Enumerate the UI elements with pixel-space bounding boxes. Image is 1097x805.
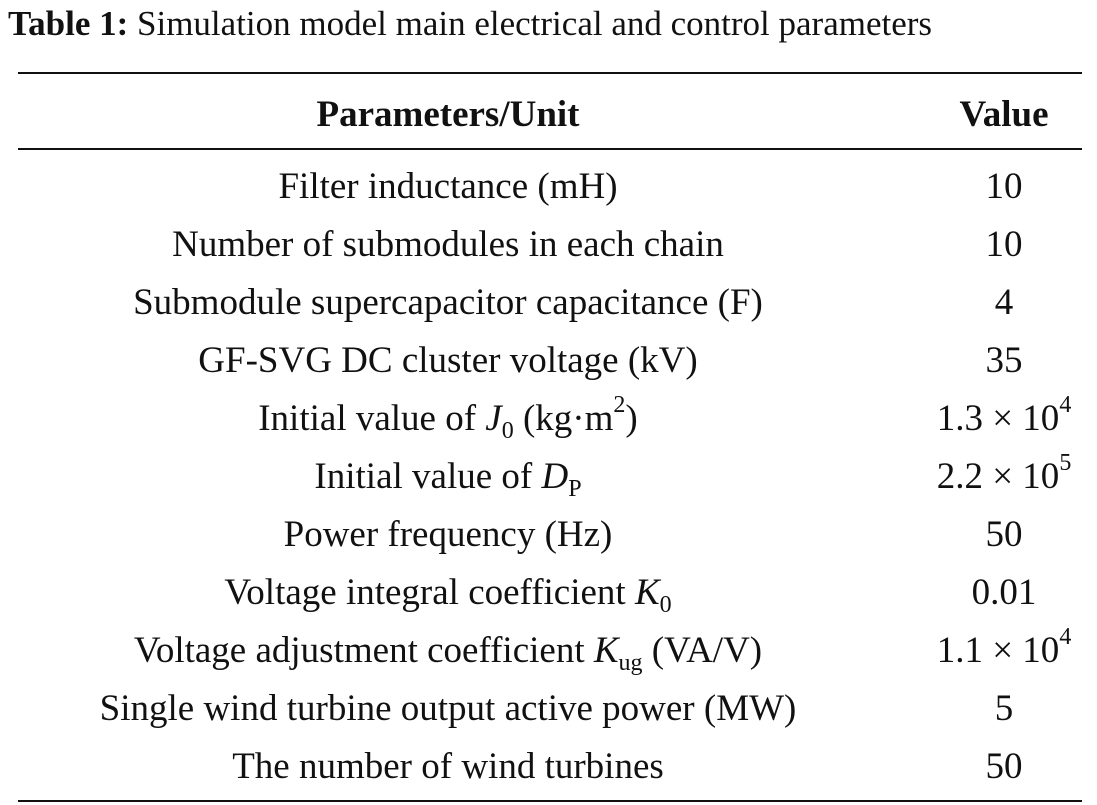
table-row: Voltage integral coefficient K0 0.01 — [18, 564, 1082, 622]
value-base: 1.1 × 10 — [936, 630, 1060, 671]
row-value: 1.3 × 104 — [904, 390, 1097, 448]
row-value: 50 — [985, 514, 1023, 555]
param-prefix: Voltage adjustment coefficient — [133, 630, 594, 671]
table-row: Voltage adjustment coefficient Kug (VA/V… — [18, 622, 1082, 680]
param-suffix: (VA/V) — [642, 630, 763, 671]
row-param: Voltage adjustment coefficient Kug (VA/V… — [18, 622, 878, 680]
value-exponent: 5 — [1059, 450, 1072, 476]
row-value: 5 — [994, 688, 1014, 729]
row-value: 35 — [985, 340, 1023, 381]
param-symbol-subscript: 0 — [501, 418, 514, 444]
row-param: Submodule supercapacitor capacitance (F) — [133, 282, 763, 323]
row-param: Single wind turbine output active power … — [99, 688, 797, 729]
table-row: Initial value of DP 2.2 × 105 — [18, 448, 1082, 506]
value-exponent: 4 — [1059, 624, 1072, 650]
row-param: Voltage integral coefficient K0 — [18, 564, 878, 622]
caption-label: Table 1: — [8, 4, 129, 43]
header-value: Value — [959, 94, 1049, 135]
bottom-rule — [18, 800, 1082, 802]
table-caption: Table 1: Simulation model main electrica… — [8, 4, 932, 44]
param-symbol-subscript: ug — [618, 650, 643, 676]
param-symbol: D — [541, 456, 569, 497]
value-base: 1.3 × 10 — [936, 398, 1060, 439]
row-param: Number of submodules in each chain — [172, 224, 724, 265]
table-header-row: Parameters/Unit Value — [18, 86, 1082, 144]
param-symbol-subscript: P — [568, 476, 582, 502]
row-param: The number of wind turbines — [232, 746, 664, 787]
row-param: GF-SVG DC cluster voltage (kV) — [198, 340, 698, 381]
param-unit-close: ) — [625, 398, 638, 439]
param-symbol: K — [634, 572, 660, 613]
row-value: 10 — [985, 166, 1023, 207]
param-prefix: Initial value of — [258, 398, 486, 439]
param-unit-superscript: 2 — [613, 392, 626, 418]
top-rule — [18, 72, 1082, 74]
param-symbol: K — [593, 630, 619, 671]
table-row: Initial value of J0 (kg·m2) 1.3 × 104 — [18, 390, 1082, 448]
header-param: Parameters/Unit — [316, 94, 580, 135]
value-exponent: 4 — [1059, 392, 1072, 418]
param-prefix: Voltage integral coefficient — [224, 572, 635, 613]
row-value: 10 — [985, 224, 1023, 265]
table-row: Power frequency (Hz) 50 — [18, 506, 1082, 564]
table-row: The number of wind turbines 50 — [18, 738, 1082, 796]
row-param: Initial value of J0 (kg·m2) — [18, 390, 878, 448]
param-symbol-subscript: 0 — [659, 592, 672, 618]
table-row: Single wind turbine output active power … — [18, 680, 1082, 738]
row-value: 4 — [994, 282, 1014, 323]
row-value: 2.2 × 105 — [904, 448, 1097, 506]
caption-text: Simulation model main electrical and con… — [137, 4, 933, 43]
row-value: 50 — [985, 746, 1023, 787]
param-symbol: J — [485, 398, 502, 439]
row-param: Filter inductance (mH) — [278, 166, 618, 207]
table-row: Filter inductance (mH) 10 — [18, 158, 1082, 216]
row-param: Power frequency (Hz) — [283, 514, 613, 555]
row-value: 1.1 × 104 — [904, 622, 1097, 680]
row-param: Initial value of DP — [18, 448, 878, 506]
table-row: Number of submodules in each chain 10 — [18, 216, 1082, 274]
row-value: 0.01 — [971, 572, 1037, 613]
table-row: GF-SVG DC cluster voltage (kV) 35 — [18, 332, 1082, 390]
header-rule — [18, 148, 1082, 150]
param-unit-open: (kg·m — [513, 398, 614, 439]
table-row: Submodule supercapacitor capacitance (F)… — [18, 274, 1082, 332]
value-base: 2.2 × 10 — [936, 456, 1060, 497]
param-prefix: Initial value of — [314, 456, 542, 497]
